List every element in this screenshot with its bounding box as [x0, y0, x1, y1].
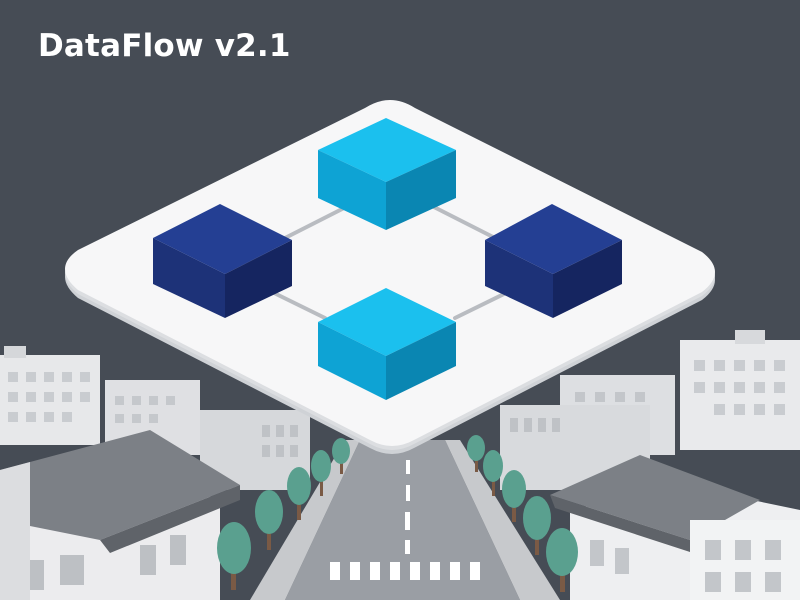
building-right-far [680, 340, 800, 450]
tree-left-2 [255, 490, 283, 550]
node-left-face-top [153, 204, 292, 274]
house-right-roof [550, 455, 760, 540]
node-bottom-face-top [318, 288, 456, 356]
house-right [550, 455, 800, 600]
street-trees [217, 435, 578, 592]
house-left [0, 430, 240, 600]
tree-left-4 [311, 450, 331, 496]
node-top [318, 118, 456, 230]
house-left-side [0, 462, 30, 600]
house-left-roof [0, 430, 240, 540]
node-right-face-left [485, 240, 553, 318]
sidewalk-left [250, 440, 360, 600]
sidewalk-right [445, 440, 560, 600]
house-right-roof-shadow [550, 495, 690, 552]
building-center-left-windows [262, 425, 298, 457]
tree-right-4 [483, 450, 503, 496]
node-top-face-right [386, 150, 456, 230]
tree-right-2 [523, 496, 551, 555]
road-center-dashes [405, 460, 410, 554]
node-left-face-left [153, 238, 225, 318]
building-left-mid-windows [115, 396, 175, 423]
crosswalk [330, 562, 480, 580]
node-left [153, 204, 292, 318]
node-right-face-right [553, 240, 622, 318]
node-right [485, 204, 622, 318]
connector-top-to-right [428, 203, 497, 240]
house-left-windows [20, 535, 186, 590]
building-right-far-windows [694, 360, 785, 415]
house-left-roof-shadow [100, 485, 240, 553]
tree-left-3 [287, 467, 311, 520]
app-title: DataFlow v2.1 [38, 28, 291, 64]
road [250, 440, 560, 600]
node-right-face-top [485, 204, 622, 274]
node-top-face-top [318, 118, 456, 182]
node-top-face-left [318, 150, 386, 230]
node-bottom-face-left [318, 322, 386, 400]
building-left-far-roof [4, 346, 26, 358]
connector-bottom-to-right [453, 288, 514, 320]
node-left-face-right [225, 240, 292, 318]
tree-left-1 [217, 522, 251, 590]
house-right-windows [590, 540, 781, 592]
node-connectors [266, 203, 514, 320]
building-left-far-windows [8, 372, 90, 422]
platform-surface [65, 100, 715, 446]
connector-left-to-top [283, 203, 352, 240]
road-surface [285, 440, 520, 600]
node-bottom [318, 288, 456, 400]
building-right-far-roof [735, 330, 765, 344]
tree-right-5 [467, 435, 485, 472]
tree-right-1 [546, 528, 578, 592]
building-center-right-windows [510, 418, 560, 432]
diagram-platform [65, 100, 715, 454]
tree-left-5 [332, 438, 350, 474]
node-bottom-face-right [386, 322, 456, 400]
tree-right-3 [502, 470, 526, 522]
connector-left-to-bottom [266, 288, 327, 320]
